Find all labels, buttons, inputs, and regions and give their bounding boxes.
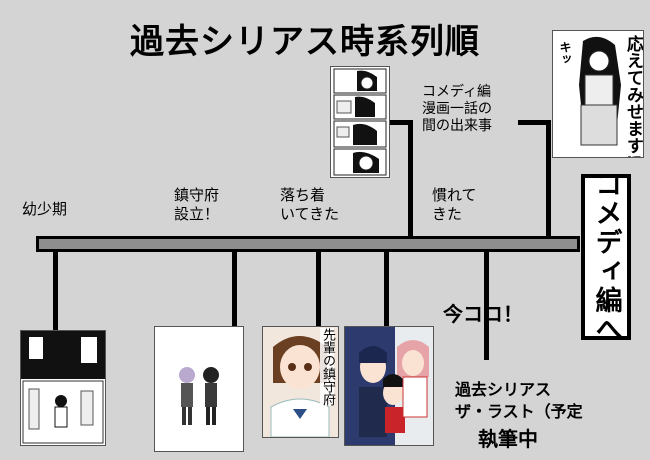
period-label-settled: 落ち着 いてきた bbox=[280, 186, 340, 223]
manga-text-main: 応えてみせます!! bbox=[623, 35, 643, 158]
page-title: 過去シリアス時系列順 bbox=[130, 22, 480, 62]
comedy-note: コメディ編 漫画一話の 間の出来事 bbox=[422, 84, 492, 134]
timeline-bar bbox=[36, 236, 580, 252]
connector-senpai bbox=[384, 252, 389, 328]
final-line2: ザ・ラスト（予定 bbox=[455, 402, 583, 421]
thumbnail-comedy-strip[interactable] bbox=[330, 66, 390, 178]
period-label-used-to: 慣れて きた bbox=[432, 186, 477, 223]
manga-text-side: キッ bbox=[558, 41, 572, 65]
thumbnail-caption: 先輩の鎮守府 bbox=[320, 328, 335, 406]
comedy-link-button[interactable]: コメディ編へ bbox=[581, 170, 631, 344]
connector-comedy-strip-h bbox=[390, 120, 413, 125]
connector-settled bbox=[316, 252, 321, 328]
connector-childhood bbox=[53, 252, 58, 332]
connector-now bbox=[484, 252, 489, 360]
period-label-childhood: 幼少期 bbox=[22, 200, 68, 218]
connector-comedy-panel bbox=[546, 120, 551, 238]
period-label-founding: 鎮守府 設立！ bbox=[174, 186, 220, 223]
now-marker: 今ココ！ bbox=[443, 302, 523, 326]
comedy-link-label: コメディ編へ bbox=[590, 170, 622, 344]
thumbnail-childhood[interactable] bbox=[20, 330, 106, 446]
connector-comedy-panel-h bbox=[518, 120, 551, 125]
thumbnail-comedy-panel[interactable]: 応えてみせます!! キッ bbox=[552, 30, 644, 158]
final-line3: 執筆中 bbox=[478, 427, 538, 451]
connector-comedy-strip bbox=[408, 120, 413, 238]
thumbnail-founding[interactable] bbox=[154, 326, 244, 452]
thumbnail-senpai[interactable] bbox=[344, 326, 434, 446]
final-line1: 過去シリアス bbox=[455, 380, 552, 399]
connector-founding bbox=[232, 252, 237, 328]
